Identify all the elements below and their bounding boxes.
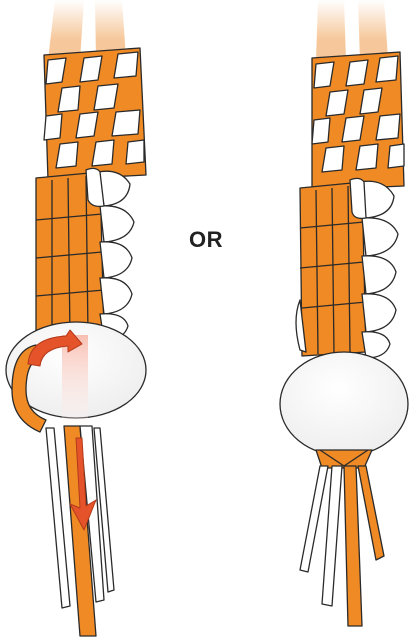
left-ghost-strand — [62, 335, 88, 435]
left-lower-braid — [36, 168, 134, 340]
left-upper-braid — [44, 48, 146, 180]
or-separator-label: OR — [189, 227, 223, 253]
right-upper-braid — [312, 52, 404, 190]
right-tails — [300, 466, 384, 626]
right-top-cords — [300, 0, 400, 60]
right-lower-braid — [296, 178, 398, 358]
left-braid-figure — [6, 0, 146, 636]
right-braid-figure — [280, 0, 408, 626]
right-bead — [280, 352, 408, 456]
